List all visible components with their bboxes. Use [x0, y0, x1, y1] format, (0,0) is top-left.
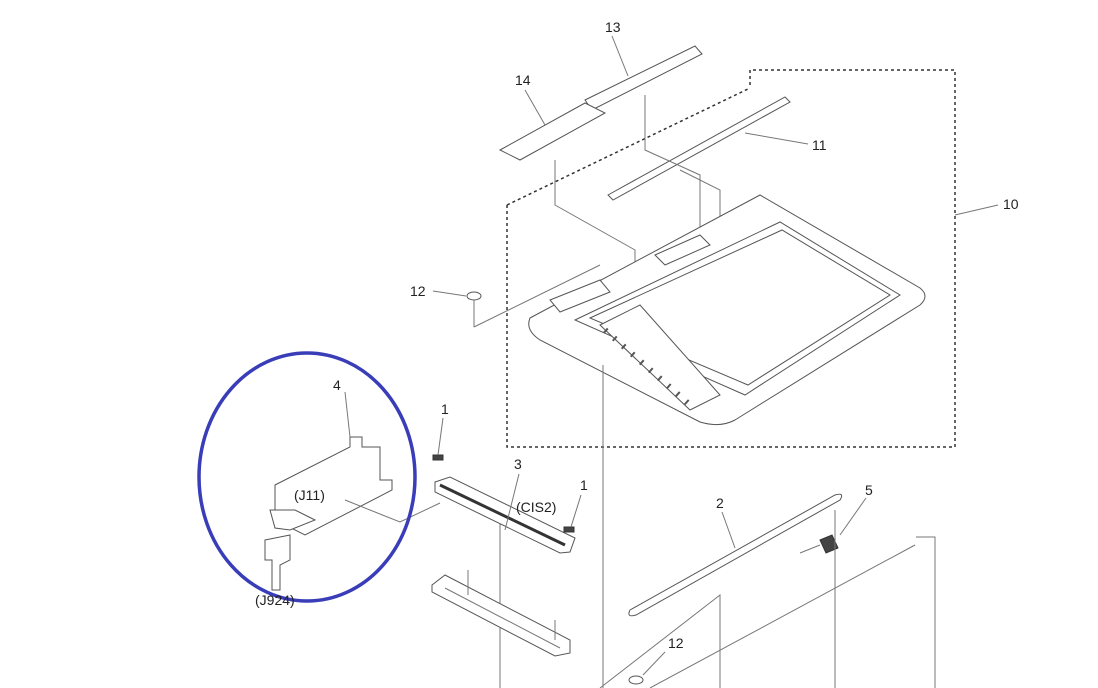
- callout-11: 11: [812, 137, 827, 153]
- part-1-clip-left: [432, 417, 444, 461]
- callout-1-right: 1: [580, 477, 588, 493]
- callout-10: 10: [1003, 196, 1019, 212]
- callout-5: 5: [865, 482, 873, 498]
- callout-2: 2: [716, 495, 724, 511]
- screw-12-bottom: [628, 651, 666, 685]
- connector-cis2-label: (CIS2): [516, 499, 556, 515]
- part-10-scanner-frame: [528, 194, 926, 426]
- assembly-boundary: [506, 69, 956, 448]
- cis-holder: [431, 570, 571, 657]
- part-3-cis: [434, 473, 576, 554]
- connector-j924-label: (J924): [255, 592, 295, 608]
- screw-12-top: [432, 264, 601, 328]
- callout-13: 13: [605, 19, 621, 35]
- callout-4: 4: [333, 377, 341, 393]
- part-4-bracket: [264, 391, 441, 591]
- callout-1-left: 1: [441, 401, 449, 417]
- part-11-bar: [607, 96, 809, 201]
- part-14-strip: [498, 89, 607, 161]
- callout-12-top: 12: [410, 283, 426, 299]
- highlight-circle: [197, 351, 417, 603]
- callout-14: 14: [515, 72, 531, 88]
- part-2-belt: [628, 493, 843, 617]
- part-5-tensioner: [799, 497, 867, 554]
- callout-3: 3: [514, 456, 522, 472]
- part-13-strip: [584, 35, 703, 111]
- part-1-clip-right: [563, 494, 582, 533]
- connector-j11-label: (J11): [294, 487, 325, 503]
- callout-12-bottom: 12: [668, 635, 684, 651]
